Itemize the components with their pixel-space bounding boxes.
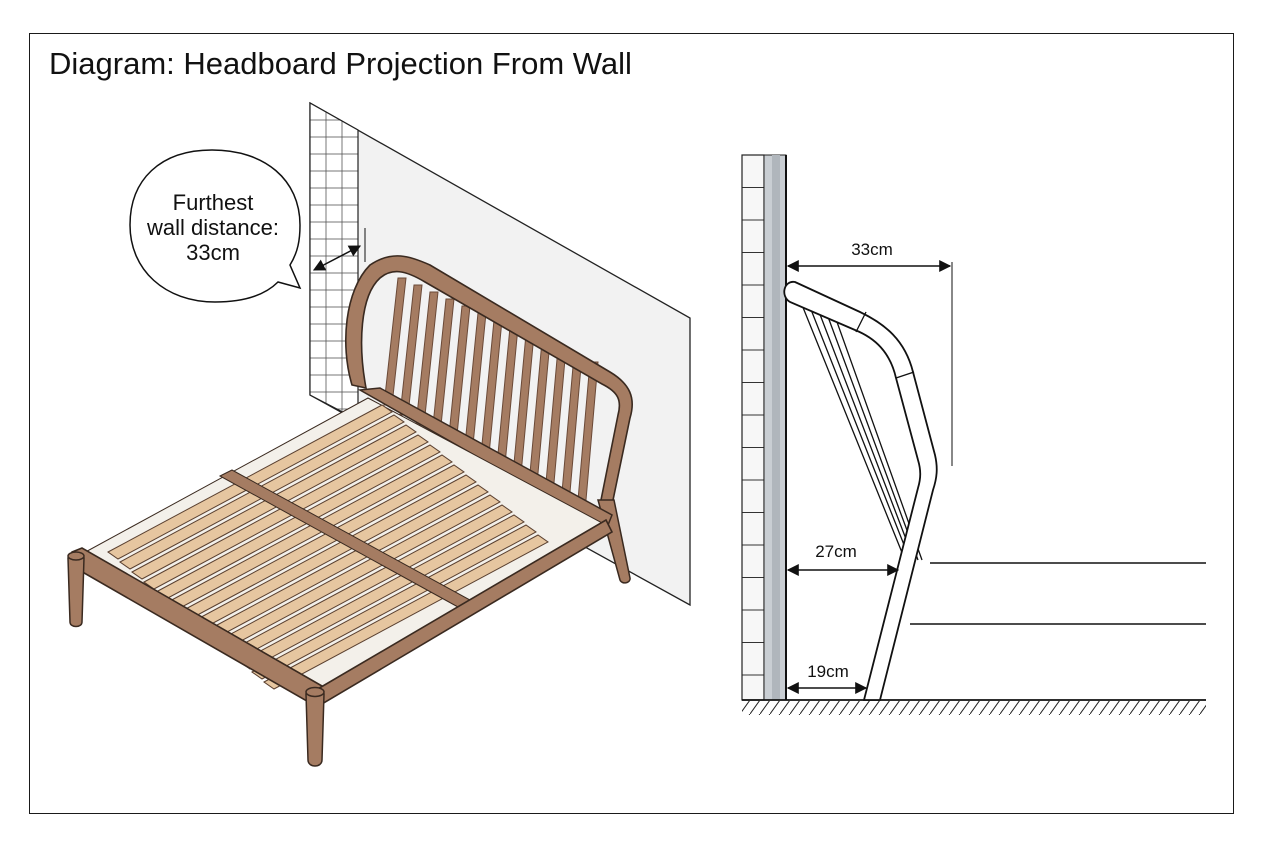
- section-wall-tiles: [741, 154, 765, 701]
- dim-top-label: 33cm: [851, 240, 893, 259]
- floor-hatch: [742, 701, 1206, 715]
- dim-middle-label: 27cm: [815, 542, 857, 561]
- callout-line-3: 33cm: [186, 240, 240, 265]
- diagram-frame: [29, 33, 1234, 814]
- section-view: 33cm 27cm 19cm: [741, 154, 1206, 715]
- section-headboard-tube: [783, 281, 938, 701]
- perspective-view: Furthest wall distance: 33cm: [67, 101, 691, 767]
- bed-legs: [67, 551, 325, 767]
- diagram-title: Diagram: Headboard Projection From Wall: [49, 46, 632, 81]
- front-left-leg: [67, 557, 85, 628]
- callout-line-1: Furthest: [173, 190, 254, 215]
- dim-bottom-label: 19cm: [807, 662, 849, 681]
- front-right-leg: [305, 693, 325, 767]
- callout-line-2: wall distance:: [146, 215, 279, 240]
- section-spindles: [799, 299, 923, 561]
- callout-bubble: Furthest wall distance: 33cm: [129, 149, 302, 303]
- callout-dimension-arrow: [312, 245, 362, 271]
